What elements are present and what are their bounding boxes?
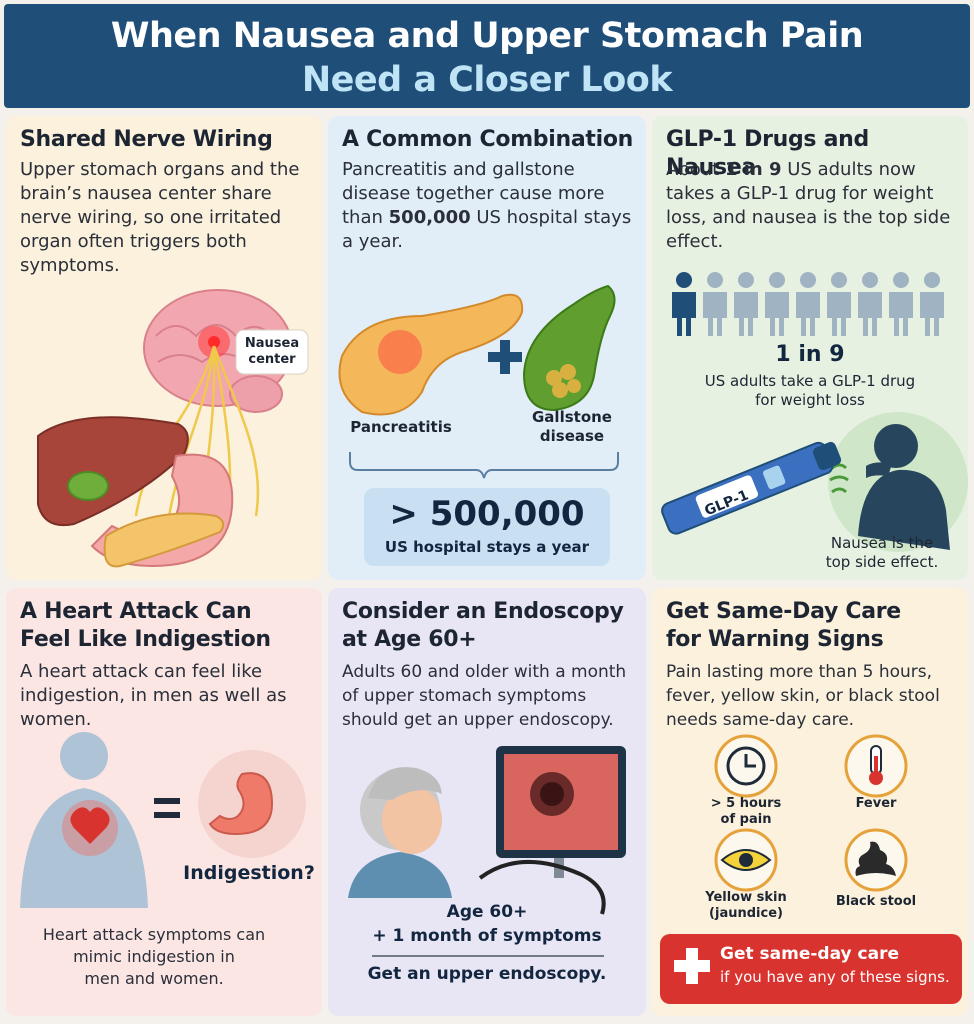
people-icon-row — [672, 272, 944, 336]
combination-illustration — [338, 284, 619, 566]
person-icon — [703, 272, 727, 336]
stat-value: 1 in 9 — [775, 342, 845, 367]
panel-shared-nerve-wiring: Shared Nerve Wiring Upper stomach organs… — [6, 116, 322, 580]
pancreatitis-label: Pancreatitis — [350, 418, 452, 436]
panel-title: A Heart Attack Can Feel Like Indigestion — [20, 599, 271, 652]
panel-endoscopy: Consider an Endoscopy at Age 60+ Adults … — [328, 588, 646, 1016]
elderly-person-icon — [348, 767, 452, 898]
person-icon — [734, 272, 758, 336]
warning-signs-icons — [660, 734, 962, 1004]
panel-body: Pain lasting more than 5 hours, fever, y… — [666, 662, 940, 730]
cta-background — [660, 934, 962, 1004]
page-title-line1: When Nausea and Upper Stomach Pain — [110, 16, 864, 56]
panel-common-combination: A Common Combination Pancreatitis and ga… — [328, 116, 646, 580]
person-icon — [920, 272, 944, 336]
sign-fever-label: Fever — [855, 796, 897, 811]
sign-pain-label: > 5 hours of pain — [710, 796, 782, 827]
symptom-label: + 1 month of symptoms — [372, 926, 602, 946]
stat-value: > 500,000 — [389, 494, 585, 534]
nausea-center-label: Nausea center — [244, 336, 300, 367]
panel-body: Upper stomach organs and the brain’s nau… — [20, 159, 300, 276]
page-header: When Nausea and Upper Stomach Pain Need … — [4, 4, 970, 108]
stat-caption: US adults take a GLP-1 drug for weight l… — [704, 372, 916, 409]
plus-icon — [488, 340, 522, 374]
panel-title: Consider an Endoscopy at Age 60+ — [342, 599, 624, 652]
body-silhouette-icon — [20, 732, 148, 908]
action-label: Get an upper endoscopy. — [367, 964, 607, 984]
glp1-pen-icon — [661, 441, 842, 535]
panel-title: GLP-1 Drugs and Nausea — [666, 127, 869, 180]
page-title-line2: Need a Closer Look — [301, 60, 673, 100]
gallstone-label: Gallstone disease — [532, 408, 612, 445]
person-icon-highlighted — [672, 272, 696, 336]
panel-glp1-nausea: GLP-1 Drugs and Nausea About 1 in 9 US a… — [652, 116, 968, 580]
person-icon — [858, 272, 882, 336]
medical-cross-icon — [674, 948, 710, 984]
endoscopy-illustration — [348, 746, 626, 957]
sign-black-stool-label: Black stool — [835, 894, 917, 909]
person-icon — [889, 272, 913, 336]
person-icon — [796, 272, 820, 336]
age-label: Age 60+ — [446, 902, 528, 922]
panel-title: Get Same-Day Care for Warning Signs — [666, 599, 901, 652]
glp1-illustration — [661, 412, 968, 552]
panel-title: Shared Nerve Wiring — [20, 127, 273, 152]
thermometer-icon — [844, 734, 908, 798]
panel-body: About 1 in 9 US adults now takes a GLP-1… — [666, 159, 951, 252]
clock-icon — [714, 734, 778, 798]
heart-attack-illustration — [20, 732, 306, 908]
heart-icon — [62, 800, 118, 856]
panel-same-day-care: Get Same-Day Care for Warning Signs Pain… — [652, 588, 968, 1016]
endoscope-cable — [478, 859, 606, 915]
person-icon — [827, 272, 851, 336]
gallbladder-icon — [522, 284, 616, 412]
cta-heading: Get same-day care — [720, 944, 899, 964]
pancreas-icon — [338, 293, 524, 416]
equals-icon — [154, 798, 180, 818]
bracket — [349, 452, 619, 479]
heart-caption: Heart attack symptoms can mimic indigest… — [42, 925, 266, 988]
stool-icon — [844, 828, 908, 892]
pancreas-icon — [103, 512, 225, 568]
panel-title: A Common Combination — [342, 127, 634, 152]
eye-icon — [714, 828, 778, 892]
nausea-caption: Nausea is the top side effect. — [825, 534, 939, 571]
panel-body: Pancreatitis and gallstone disease toget… — [342, 159, 632, 252]
nauseous-person-icon — [858, 424, 950, 550]
panel-body: Adults 60 and older with a month of uppe… — [342, 662, 627, 730]
cta-subtext: if you have any of these signs. — [720, 968, 950, 986]
indigestion-label: Indigestion? — [183, 862, 315, 884]
nerve-wiring-illustration — [37, 289, 309, 568]
panel-heart-attack: A Heart Attack Can Feel Like Indigestion… — [6, 588, 322, 1016]
person-icon — [765, 272, 789, 336]
sign-yellow-skin-label: Yellow skin (jaundice) — [705, 890, 787, 921]
liver-icon — [37, 416, 189, 526]
monitor-icon — [496, 746, 626, 878]
stat-caption: US hospital stays a year — [384, 538, 590, 556]
stomach-icon — [198, 750, 306, 858]
panel-body: A heart attack can feel like indigestion… — [20, 661, 287, 730]
